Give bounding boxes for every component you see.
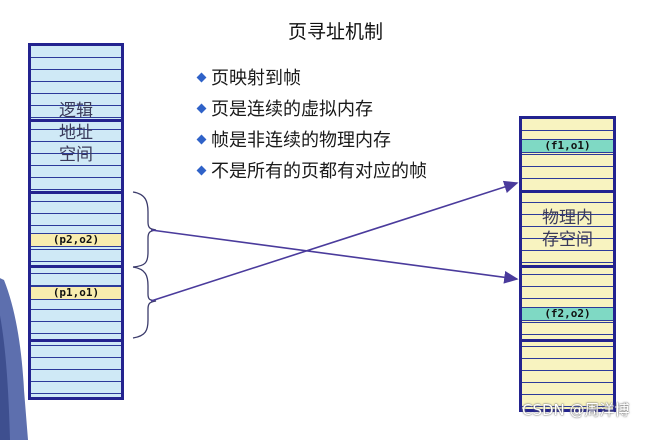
bullet-item: 不是所有的页都有对应的帧: [196, 157, 427, 183]
page-p2-slot: (p2,o2): [31, 233, 121, 247]
frame-f1-slot: (f1,o1): [522, 139, 613, 153]
label-line: 物理内: [542, 208, 593, 228]
bullet-item: 页是连续的虚拟内存: [196, 95, 373, 121]
block-divider: [522, 339, 613, 342]
logical-address-space: 逻辑 地址 空间 (p2,o2) (p1,o1): [28, 43, 124, 400]
logical-space-label: 逻辑 地址 空间: [31, 100, 121, 166]
block-divider: [31, 119, 121, 122]
label-line: 空间: [59, 145, 93, 165]
bullet-item: 帧是非连续的物理内存: [196, 126, 391, 152]
label-line: 存空间: [542, 230, 593, 250]
block-divider: [522, 265, 613, 268]
page-p1-slot: (p1,o1): [31, 286, 121, 300]
page-brace-icon: [132, 266, 157, 339]
block-divider: [31, 265, 121, 268]
mapping-overlay: [132, 180, 519, 339]
physical-memory-space: (f1,o1) 物理内 存空间 (f2,o2): [519, 116, 616, 412]
mapping-arrow-p2-to-f2: [150, 229, 519, 284]
bullet-text: 页映射到帧: [211, 68, 301, 89]
block-divider: [31, 191, 121, 194]
bullet-item: 页映射到帧: [196, 64, 301, 90]
block-divider: [31, 339, 121, 342]
presenter-figure-icon: [0, 278, 28, 440]
mapping-arrow-p1-to-f1: [150, 180, 519, 302]
csdn-watermark: CSDN @周洋博: [522, 401, 630, 419]
label-line: 地址: [59, 123, 93, 143]
bullet-text: 页是连续的虚拟内存: [211, 99, 373, 120]
diagram-title: 页寻址机制: [287, 21, 383, 43]
label-line: 逻辑: [59, 101, 93, 121]
bullet-text: 帧是非连续的物理内存: [211, 130, 391, 151]
bullet-text: 不是所有的页都有对应的帧: [211, 161, 427, 182]
frame-f2-slot: (f2,o2): [522, 307, 613, 321]
physical-space-label: 物理内 存空间: [522, 207, 613, 251]
block-divider: [522, 190, 613, 193]
